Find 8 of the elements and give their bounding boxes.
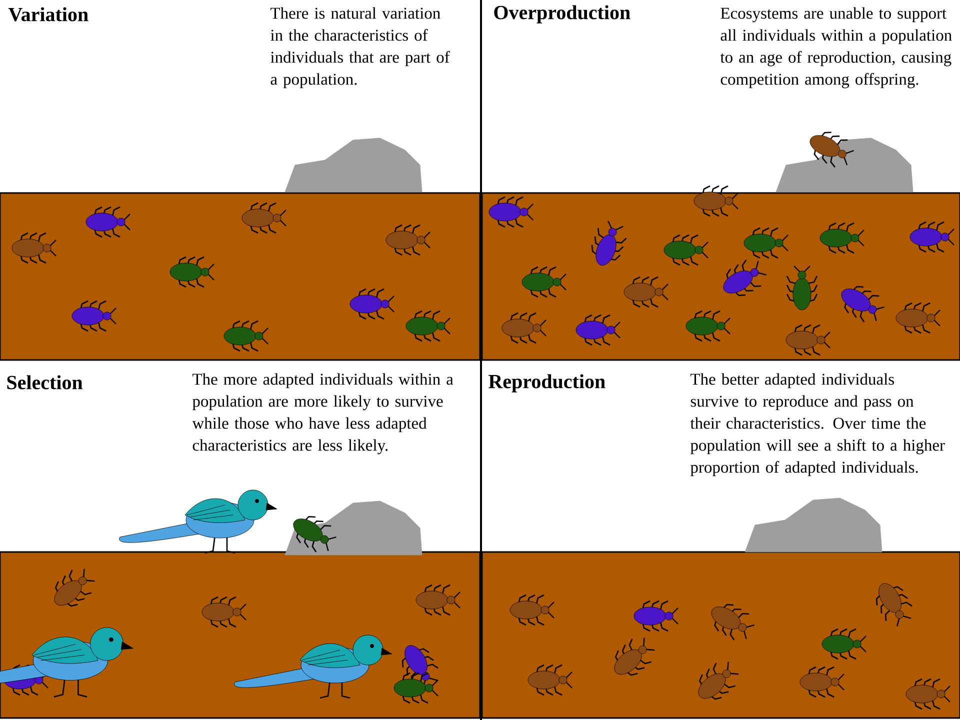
description-text: The more adapted individuals within a population are more likely to survive while those who have less adapted characteristics are less likely.: [192, 373, 454, 454]
panel-heading: Variation: [8, 7, 88, 22]
panel-heading: Selection: [7, 375, 83, 390]
description-text: Ecosystems are unable to support all individuals within a population to an age of reproduction, causing competition among offspring.: [720, 7, 952, 88]
panel-heading: Reproduction: [488, 374, 606, 392]
panel-heading: Overproduction: [494, 5, 630, 24]
description-text: There is natural variation in the characteristics of individuals that are part of a population.: [270, 7, 450, 88]
description-text: The better adapted individuals survive to reproduce and pass on their characteristics. Over time the population will see a shift to a higher proportion of adapted individuals.: [690, 373, 945, 476]
